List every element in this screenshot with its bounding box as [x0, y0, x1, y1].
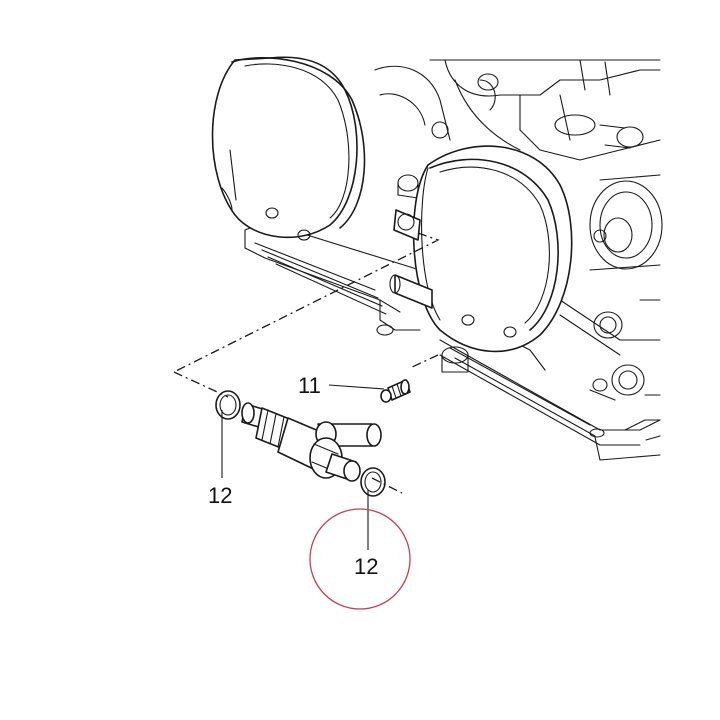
callout-11: 11 — [298, 373, 321, 398]
callout-12-left: 12 — [208, 483, 232, 508]
carburetor-body — [244, 59, 663, 461]
screw-part-11 — [380, 379, 411, 403]
highlight-circle — [309, 508, 411, 610]
right-intake-funnel — [389, 145, 573, 353]
leader-line-11 — [328, 384, 385, 390]
callout-12-right: 12 — [354, 554, 378, 579]
fuel-joint-pipe — [241, 402, 382, 482]
left-intake-funnel — [211, 56, 366, 241]
o-ring-left — [215, 390, 241, 420]
o-ring-right — [360, 467, 386, 497]
assembly-guide-lines — [173, 232, 440, 494]
